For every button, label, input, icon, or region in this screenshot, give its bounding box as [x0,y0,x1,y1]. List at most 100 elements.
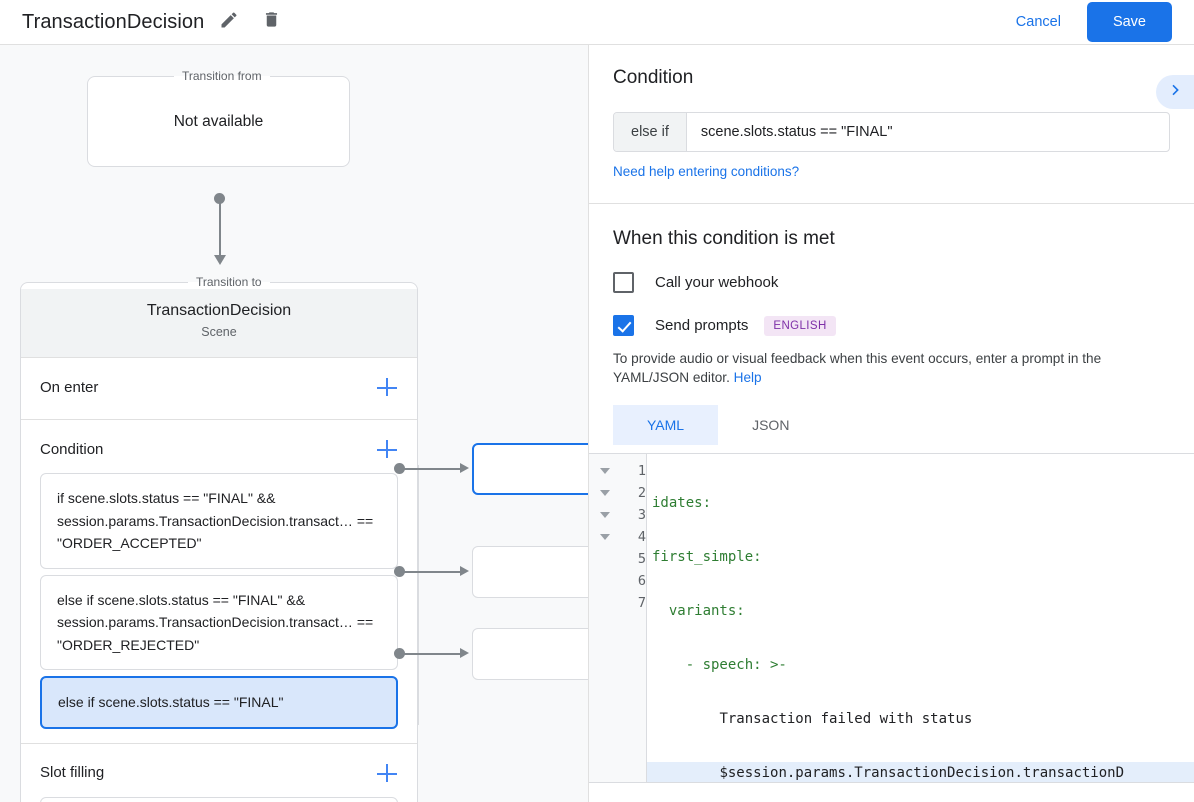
code-key: first_simple: [652,549,762,565]
code-key: idates: [652,495,712,511]
editor-code-area[interactable]: idates: first_simple: variants: - speech… [647,454,1194,782]
editor-format-tabs: YAML JSON [613,405,1170,445]
panel-collapse-button[interactable] [1156,75,1194,109]
connector-3 [394,648,469,659]
scene-header[interactable]: TransactionDecision Scene [21,289,417,358]
scene-kind: Scene [201,325,237,339]
code-text: $session.params.TransactionDecision.tran… [719,765,1125,781]
connector-arrow-icon [460,463,469,473]
scene-name: TransactionDecision [146,302,292,319]
section-title-slot-filling: Slot filling [40,764,105,781]
connector-line [402,468,462,470]
send-prompts-row: Send prompts ENGLISH [613,315,1170,336]
slot-validation-card[interactable]: Slot validation [40,796,398,802]
language-badge: ENGLISH [764,315,836,336]
prompt-help-link[interactable]: Help [733,370,762,385]
arrow-dot [214,193,225,204]
connector-2 [394,566,469,577]
send-prompts-label: Send prompts [655,317,749,334]
code-line: variants: [647,600,1194,622]
prompt-helper-prefix: To provide audio or visual feedback when… [613,351,1102,385]
connector-1 [394,463,469,474]
call-webhook-label: Call your webhook [655,274,779,291]
connector-arrow-icon [460,566,469,576]
code-editor[interactable]: 1 2 3 4 5 6 7 idates: first_simple: vari… [589,453,1194,783]
fold-toggle[interactable] [589,482,621,504]
tab-json[interactable]: JSON [752,417,790,433]
line-number: 2 [637,485,646,501]
target-node-1[interactable] [472,443,588,495]
webhook-row: Call your webhook [613,272,1170,293]
condition-card[interactable]: else if scene.slots.status == "FINAL" &&… [40,574,398,670]
caret-down-icon [600,534,610,540]
code-indent [652,711,719,727]
trash-icon [262,10,281,34]
code-line: idates: [647,492,1194,514]
code-key: variants: [668,603,745,619]
fold-toggle[interactable] [589,526,621,548]
save-button[interactable]: Save [1086,2,1172,42]
section-header-slot-filling: Slot filling [21,744,417,791]
arrow-line [219,201,221,259]
transition-from-legend: Transition from [182,69,262,83]
code-indent [652,603,669,619]
pencil-icon [219,10,239,35]
editor-line-numbers: 1 2 3 4 5 6 7 [621,454,647,782]
section-condition: Condition if scene.slots.status == "FINA… [21,420,417,744]
target-node-2[interactable] [472,546,588,598]
detail-panel: Condition else if Need help entering con… [588,45,1194,802]
call-webhook-checkbox[interactable] [613,272,634,293]
tab-yaml[interactable]: YAML [613,405,719,445]
section-header-on-enter: On enter [21,358,417,405]
add-slot-filling-icon[interactable] [375,761,399,785]
transition-to-box: Transition to TransactionDecision Scene … [20,275,418,802]
line-number: 6 [637,573,646,589]
code-line: first_simple: [647,546,1194,568]
code-line-current: $session.params.TransactionDecision.tran… [647,762,1194,782]
connector-dot [394,463,405,474]
send-prompts-checkbox[interactable] [613,315,634,336]
section-title-on-enter: On enter [40,378,99,396]
connector-arrow-icon [460,648,469,658]
add-on-enter-icon[interactable] [375,375,399,399]
condition-card-selected[interactable]: else if scene.slots.status == "FINAL" [40,676,398,729]
fold-toggle[interactable] [589,460,621,482]
caret-down-icon [600,468,610,474]
transition-to-legend: Transition to [196,275,262,289]
code-key: - speech: >- [685,657,787,673]
section-header-condition: Condition [21,420,417,467]
condition-card[interactable]: if scene.slots.status == "FINAL" && sess… [40,473,398,569]
connector-rail [418,465,419,725]
add-condition-icon[interactable] [375,437,399,461]
delete-button[interactable] [254,5,288,39]
edit-name-button[interactable] [212,5,246,39]
when-condition-met-section: When this condition is met Call your web… [589,204,1194,783]
caret-down-icon [600,512,610,518]
code-indent [652,765,719,781]
connector-dot [394,566,405,577]
caret-down-icon [600,490,610,496]
condition-help-link[interactable]: Need help entering conditions? [613,164,800,179]
transition-from-box: Transition from Not available [87,69,350,167]
condition-section: Condition else if Need help entering con… [589,45,1194,204]
line-number: 1 [637,463,646,479]
line-number: 4 [637,529,646,545]
condition-prefix-label: else if [614,113,687,151]
cancel-button[interactable]: Cancel [1002,5,1075,39]
line-number: 7 [637,595,646,611]
condition-heading: Condition [613,67,694,88]
transition-arrow [212,193,228,271]
chevron-right-icon [1167,82,1183,103]
line-number: 5 [637,551,646,567]
code-line: Transaction failed with status [647,708,1194,730]
editor-fold-gutter [589,454,621,782]
section-title-condition: Condition [40,440,104,458]
target-node-3[interactable] [472,628,588,680]
transition-from-value: Not available [173,113,264,130]
connector-dot [394,648,405,659]
fold-toggle[interactable] [589,504,621,526]
top-bar: TransactionDecision Cancel Save [0,0,1194,45]
code-indent [652,657,686,673]
condition-expression-input[interactable] [686,113,1169,151]
